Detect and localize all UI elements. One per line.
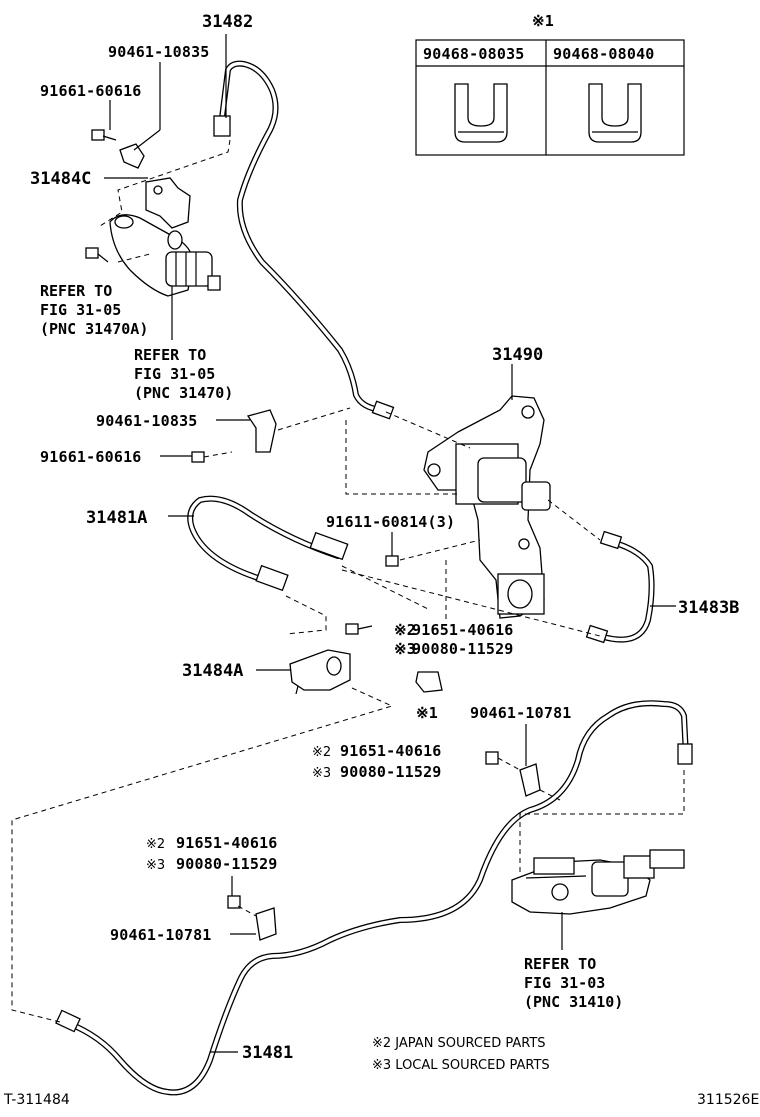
ref-a-line2: FIG 31-05 (40, 301, 121, 319)
label-31481A: 31481A (86, 508, 147, 528)
u-clip-icon (415, 671, 443, 693)
clamp-icon (119, 143, 145, 169)
bolt-icon (227, 895, 257, 917)
table-mark: ※1 (532, 12, 554, 30)
release-cylinder-assembly (85, 129, 221, 297)
ref-c-line2: FIG 31-03 (524, 974, 605, 992)
label-31481: 31481 (242, 1043, 293, 1063)
mark-2b: ※2 (312, 745, 331, 760)
u-clip-small-icon (454, 83, 508, 143)
u-clip-large-icon (588, 83, 642, 143)
hose-fitting-icon (309, 531, 349, 561)
cylinder-body (165, 251, 213, 287)
label-31483B: 31483B (678, 598, 739, 618)
clamp-icon (255, 907, 277, 941)
pipe-nut-icon (213, 115, 231, 137)
mark-3b: ※3 (312, 766, 331, 781)
note-local-sourced: ※3 LOCAL SOURCED PARTS (372, 1058, 550, 1073)
ref-c-line3: (PNC 31410) (524, 993, 623, 1011)
label-90080-11529-a: 90080-11529 (412, 640, 514, 658)
label-31484A: 31484A (182, 661, 243, 681)
pipe-31481 (55, 700, 693, 1096)
pipe-nut-icon (371, 400, 395, 420)
master-cylinder (511, 849, 685, 915)
bolt-icon (191, 451, 233, 463)
ref-block-b: REFER TO FIG 31-05 (PNC 31470) (134, 346, 233, 402)
hose-fitting-icon (255, 564, 289, 592)
label-91651-40616-b: 91651-40616 (340, 742, 442, 760)
ref-a-line3: (PNC 31470A) (40, 320, 148, 338)
label-91661-60616-mid: 91661-60616 (40, 448, 142, 466)
clip-table: ※1 90468-08035 90468-08040 (415, 12, 685, 156)
label-90461-10835-mid: 90461-10835 (96, 412, 198, 430)
ref-c-line1: REFER TO (524, 955, 596, 973)
label-90080-11529-c: 90080-11529 (176, 855, 278, 873)
mark-3a: ※3 (394, 640, 416, 658)
pipe-nut-icon (55, 1009, 81, 1033)
table-col1: 90468-08035 (423, 45, 525, 63)
clamp-icon (246, 409, 277, 453)
label-91611-60814: 91611-60814(3) (326, 513, 455, 531)
label-90080-11529-b: 90080-11529 (340, 763, 442, 781)
ref-b-line1: REFER TO (134, 346, 206, 364)
label-90461-10781-b: 90461-10781 (110, 926, 212, 944)
bracket-31484C (145, 177, 191, 229)
mark-2c: ※2 (146, 837, 165, 852)
bolt-icon (91, 129, 117, 141)
bolt-icon (85, 247, 109, 263)
label-91651-40616-c: 91651-40616 (176, 834, 278, 852)
pipe-nut-icon (585, 624, 609, 644)
ref-b-line2: FIG 31-05 (134, 365, 215, 383)
ref-b-line3: (PNC 31470) (134, 384, 233, 402)
mark-3c: ※3 (146, 858, 165, 873)
pipe-nut-icon (677, 743, 693, 765)
pipe-31482 (213, 60, 395, 420)
pipe-nut-icon (599, 530, 623, 550)
bolt-icon (485, 751, 521, 771)
corner-id-right: 311526E (697, 1092, 759, 1108)
hose-31481A (187, 495, 349, 592)
bolt-icon (345, 623, 373, 635)
label-31490: 31490 (492, 345, 543, 365)
label-31484C: 31484C (30, 169, 91, 189)
ref-a-line1: REFER TO (40, 282, 112, 300)
bracket-31484A (289, 649, 351, 695)
note-japan-sourced: ※2 JAPAN SOURCED PARTS (372, 1036, 546, 1051)
ref-block-a: REFER TO FIG 31-05 (PNC 31470A) (40, 282, 148, 338)
label-90461-10835-top: 90461-10835 (108, 43, 210, 61)
bracket-31490 (423, 395, 551, 619)
label-31482: 31482 (202, 12, 253, 32)
table-frame (415, 39, 685, 156)
leader-lines (104, 34, 676, 1053)
label-91661-60616-top: 91661-60616 (40, 82, 142, 100)
label-91651-40616-a: 91651-40616 (412, 621, 514, 639)
bolt-icon (385, 546, 399, 567)
table-col2: 90468-08040 (553, 45, 655, 63)
mark-1-clip: ※1 (416, 704, 438, 722)
clamp-icon (519, 763, 541, 797)
pipe-31483B (585, 530, 655, 644)
corner-id-left: T-311484 (3, 1092, 70, 1108)
ref-block-c: REFER TO FIG 31-03 (PNC 31410) (524, 955, 623, 1011)
mark-2a: ※2 (394, 621, 416, 639)
label-90461-10781-a: 90461-10781 (470, 704, 572, 722)
